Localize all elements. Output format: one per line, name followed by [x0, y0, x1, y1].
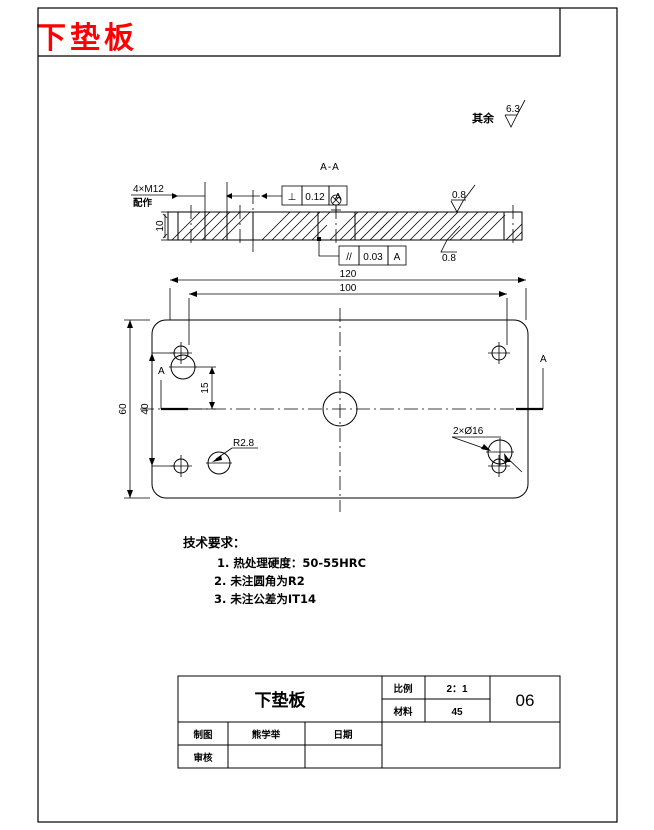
callout-2xdia16-label: 2×Ø16 [453, 426, 484, 437]
callout-2xdia16: 2×Ø16 [451, 426, 523, 473]
sheet-red-title: 下垫板 [36, 21, 138, 56]
title-block-scale-label: 比例 [393, 683, 412, 695]
roughness-top-08: 0.8 [450, 184, 476, 213]
plan-view: 120 100 60 [118, 269, 547, 512]
general-roughness-note: 其余 6.3 [472, 99, 526, 128]
section-hatch-left [171, 211, 251, 241]
roughness-top-value: 0.8 [452, 190, 466, 201]
dim-40: 40 [140, 352, 176, 467]
section-hatch-far-right [505, 223, 523, 241]
gtol-parallelism-value: 0.03 [363, 252, 383, 263]
dim-100: 100 [188, 283, 508, 345]
dim-thickness-10: 10 [155, 211, 174, 241]
section-datum-symbol [330, 194, 342, 212]
section-mark-right: A [516, 354, 547, 411]
plan-dia16-holes [169, 354, 514, 466]
dim-15: 15 [188, 366, 216, 410]
section-view-title: A-A [320, 162, 340, 173]
section-internal-walls [177, 212, 505, 240]
title-block: 下垫板 比例 2：1 材料 45 06 制图 熊学举 日期 审核 [177, 675, 561, 769]
gtol-parallelism-symbol: // [346, 252, 352, 263]
section-mark-left-label: A [158, 366, 165, 377]
dim-40-value: 40 [140, 403, 151, 415]
dim-60: 60 [118, 319, 150, 499]
callout-thread-4xm12: 4×M12 配作 [131, 184, 260, 209]
gtol-parallelism: // 0.03 A [317, 237, 407, 266]
gtol-perpendicularity-symbol: ⊥ [288, 192, 297, 203]
plan-r28-circle [206, 451, 232, 475]
section-hatch-right [329, 211, 506, 241]
callout-r28: R2.8 [212, 438, 258, 462]
title-block-material-label: 材料 [392, 706, 413, 718]
tech-req-heading: 技术要求： [183, 535, 246, 550]
gtol-perpendicularity-value: 0.12 [305, 192, 325, 203]
roughness-bottom-value: 0.8 [442, 253, 456, 264]
tech-req-item-1: 1. 热处理硬度：50-55HRC [217, 556, 366, 570]
title-block-drawn-by-label: 制图 [193, 729, 212, 741]
title-block-part-name: 下垫板 [255, 690, 307, 711]
title-block-material-value: 45 [451, 707, 463, 718]
section-hatch-mid-left [261, 211, 331, 241]
title-block-drawn-by-value: 熊学举 [252, 729, 281, 741]
plan-center-hole [322, 391, 358, 427]
section-projection-lines [204, 182, 228, 212]
roughness-bottom-08: 0.8 [440, 225, 461, 264]
section-mark-right-label: A [540, 354, 547, 365]
dim-100-value: 100 [340, 283, 357, 294]
callout-r28-label: R2.8 [233, 438, 255, 449]
section-view-aa: 10 4×M12 配作 ⊥ 0.12 A [131, 182, 523, 266]
general-roughness-value: 6.3 [506, 104, 520, 115]
dim-15-value: 15 [200, 382, 211, 394]
dim-120: 120 [169, 269, 527, 320]
section-mark-left: A [158, 366, 188, 411]
title-block-scale-value: 2：1 [446, 684, 468, 695]
section-hole-centerlines [190, 205, 514, 247]
sheet-border [37, 7, 618, 823]
tech-req-item-3: 3. 未注公差为IT14 [214, 592, 316, 606]
callout-thread-label: 4×M12 [133, 184, 164, 195]
gtol-parallelism-datum: A [394, 252, 401, 263]
technical-requirements: 技术要求： 1. 热处理硬度：50-55HRC 2. 未注圆角为R2 3. 未注… [183, 535, 366, 606]
general-roughness-label: 其余 [472, 111, 495, 125]
title-block-date-label: 日期 [333, 729, 352, 741]
dim-thickness-value: 10 [155, 220, 166, 232]
dim-60-value: 60 [118, 403, 129, 415]
title-block-drawing-number: 06 [516, 691, 535, 710]
tech-req-item-2: 2. 未注圆角为R2 [214, 574, 305, 588]
title-block-checked-by-label: 审核 [193, 752, 213, 764]
callout-thread-note: 配作 [133, 197, 153, 209]
roughness-symbol-general [504, 99, 526, 128]
dim-120-value: 120 [340, 269, 357, 280]
